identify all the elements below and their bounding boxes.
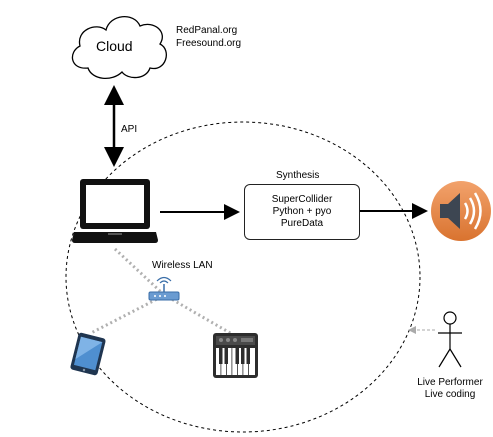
speaker-icon — [431, 181, 491, 241]
cloud-source-freesound: Freesound.org — [176, 38, 242, 49]
synthesis-engine-puredata: PureData — [280, 218, 324, 229]
network-label: Wireless LAN — [152, 260, 213, 271]
synthesis-engine-supercollider: SuperCollider — [271, 194, 333, 205]
cloud-icon — [71, 16, 167, 79]
local-network-boundary — [65, 121, 421, 433]
synthesis-title: Synthesis — [276, 170, 320, 181]
synthesis-box: SuperCollider Python + pyo PureData — [244, 184, 360, 240]
performer-label: Live Performer Live coding — [405, 377, 493, 401]
performer-label-line2: Live coding — [424, 389, 476, 400]
midi-keyboard-icon — [213, 333, 258, 378]
wireless-links — [90, 247, 233, 336]
wireless-router-icon — [148, 276, 180, 301]
tablet-icon — [70, 332, 106, 376]
api-label: API — [121, 124, 138, 135]
stick-figure-icon — [438, 311, 462, 368]
performer-label-line1: Live Performer — [417, 377, 483, 388]
cloud-label: Cloud — [96, 38, 133, 54]
laptop-icon — [72, 179, 158, 243]
cloud-source-redpanal: RedPanal.org — [176, 25, 238, 36]
synthesis-engine-pyo: Python + pyo — [272, 206, 332, 217]
